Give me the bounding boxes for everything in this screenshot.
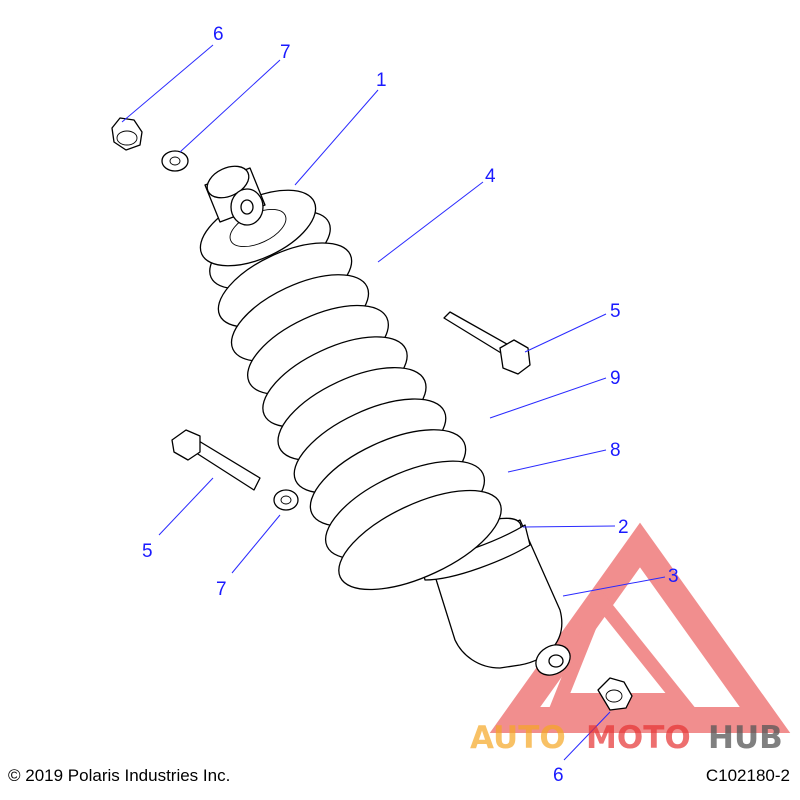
watermark-moto: MOTO — [586, 720, 691, 756]
callout-1: 1 — [376, 70, 387, 91]
shock-absorber — [199, 165, 571, 676]
copyright-text: © 2019 Polaris Industries Inc. — [8, 766, 231, 785]
callout-5-left: 5 — [142, 541, 153, 562]
callout-4: 4 — [485, 166, 496, 187]
lower-washer — [273, 489, 299, 511]
callout-7-left: 7 — [216, 579, 227, 600]
callout-9: 9 — [610, 368, 621, 389]
callout-6-bottom: 6 — [553, 765, 564, 786]
watermark-hub: HUB — [708, 720, 783, 756]
watermark-auto: AUTO — [470, 720, 566, 756]
coil-spring — [209, 210, 502, 591]
bottom-nut — [597, 677, 633, 711]
callout-5-right: 5 — [610, 301, 621, 322]
lower-bolt — [171, 429, 261, 491]
upper-bolt — [443, 311, 531, 375]
top-washer — [161, 150, 189, 172]
callout-8: 8 — [610, 440, 621, 461]
callout-labels: 6 7 1 4 5 9 8 2 3 5 7 6 — [142, 24, 679, 786]
leader-lines — [121, 44, 666, 761]
watermark-text: AUTO MOTO HUB — [470, 720, 783, 756]
drawing-code: C102180-2 — [705, 766, 790, 785]
callout-7-top: 7 — [280, 42, 291, 63]
callout-3: 3 — [668, 566, 679, 587]
top-nut — [111, 117, 143, 151]
callout-6-top: 6 — [213, 24, 224, 45]
callout-2: 2 — [618, 517, 629, 538]
